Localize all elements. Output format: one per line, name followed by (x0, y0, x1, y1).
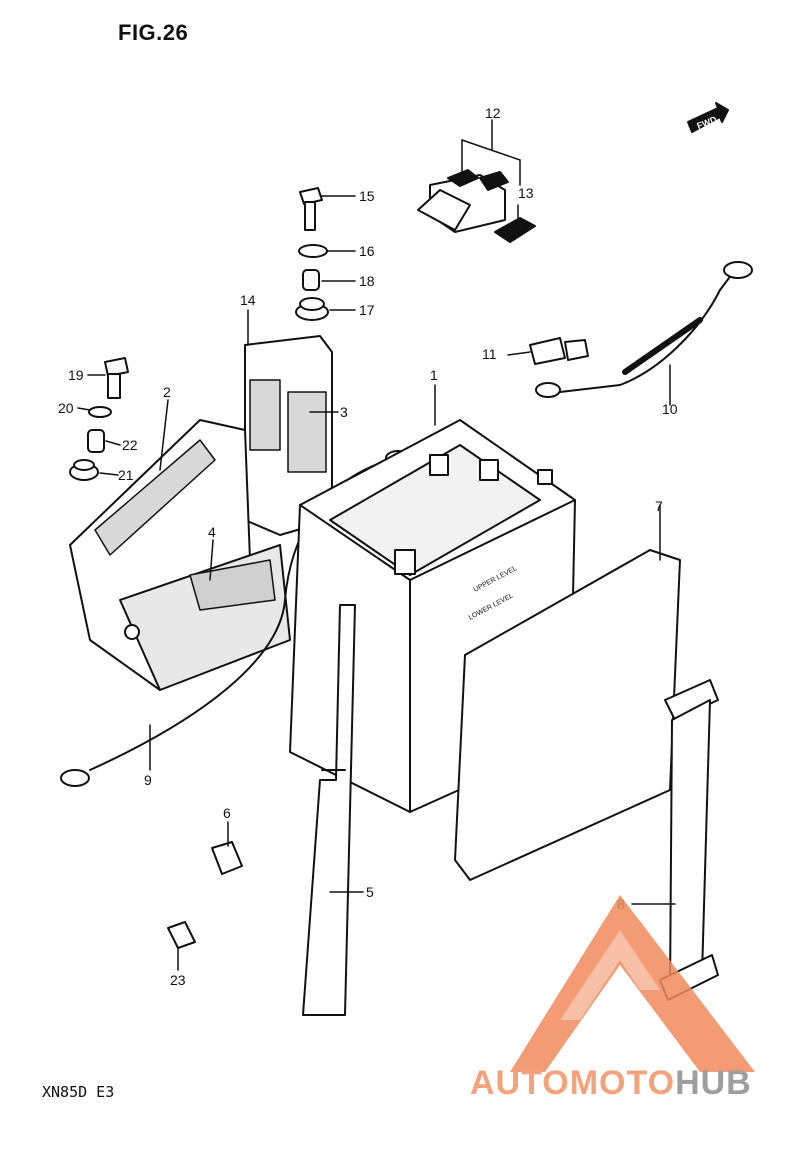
fuse-13 (494, 217, 536, 243)
callout-21: 21 (118, 467, 134, 483)
callout-16: 16 (359, 243, 375, 259)
battery-cover-7 (454, 549, 681, 881)
grommet-21 (69, 459, 99, 481)
callout-22: 22 (122, 437, 138, 453)
callout-23: 23 (170, 972, 186, 988)
connector-11 (529, 337, 589, 365)
watermark-text: AUTOMOTOHUB (470, 1064, 752, 1103)
bracket-14 (244, 335, 333, 536)
watermark-text-a: AUTOMOTO (470, 1064, 676, 1102)
callout-9: 9 (144, 772, 152, 788)
washer-16 (298, 244, 328, 258)
clamp-6 (211, 841, 243, 875)
callout-12: 12 (485, 105, 501, 121)
callout-19: 19 (68, 367, 84, 383)
cap-23 (167, 921, 196, 949)
callout-7: 7 (655, 498, 663, 514)
callout-18: 18 (359, 273, 375, 289)
watermark-text-b: HUB (675, 1064, 752, 1102)
grommet-17 (295, 297, 329, 321)
callout-20: 20 (58, 400, 74, 416)
battery-holder-2 (69, 419, 291, 691)
watermark-logo-icon (510, 895, 755, 1072)
breather-hose-5 (302, 604, 356, 1016)
figure-title: FIG.26 (118, 20, 189, 45)
collar-22 (87, 429, 105, 453)
callout-3: 3 (340, 404, 348, 420)
model-code: XN85D E3 (42, 1083, 115, 1101)
fwd-arrow-icon: FWD (687, 102, 729, 133)
callout-5: 5 (366, 884, 374, 900)
callout-17: 17 (359, 302, 375, 318)
callout-11: 11 (482, 346, 497, 362)
callout-10: 10 (662, 401, 678, 417)
callout-15: 15 (359, 188, 375, 204)
callout-4: 4 (208, 524, 216, 540)
callout-13: 13 (518, 185, 534, 201)
cable-10 (535, 261, 753, 398)
collar-18 (302, 269, 320, 291)
bolt-15 (299, 187, 323, 231)
callout-1: 1 (430, 367, 438, 383)
callout-6: 6 (223, 805, 231, 821)
callout-2: 2 (163, 384, 171, 400)
fuse-box-12 (417, 169, 509, 233)
callout-14: 14 (240, 292, 256, 308)
bolt-19 (104, 357, 129, 399)
washer-20 (88, 406, 112, 418)
